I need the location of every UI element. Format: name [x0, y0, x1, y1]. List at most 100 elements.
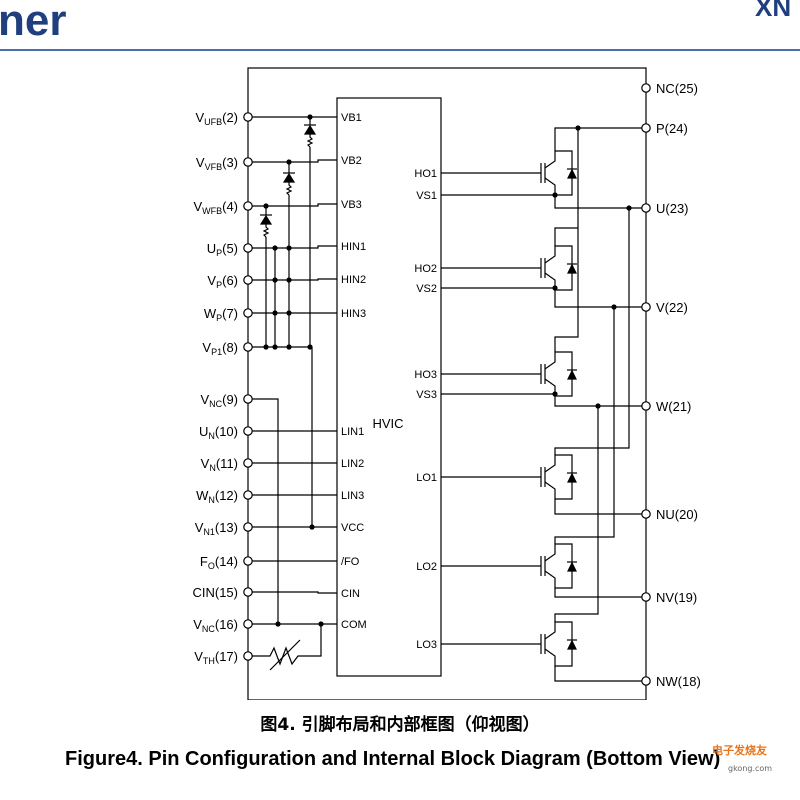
wire — [252, 159, 337, 163]
junction-dot — [309, 524, 315, 530]
hvic-right-pin: VS2 — [416, 283, 437, 295]
right-pin-circle — [641, 592, 651, 602]
left-pin-label: VVFB(3) — [196, 155, 238, 172]
left-pin-label: UP(5) — [207, 241, 238, 258]
header-logo-text: XN — [755, 0, 792, 22]
caption-english: Figure4. Pin Configuration and Internal … — [65, 748, 721, 770]
right-pin-label: P(24) — [656, 121, 688, 136]
hvic-right-pin: HO1 — [414, 168, 437, 180]
hvic-right-pin: LO2 — [416, 561, 437, 573]
hvic-left-pin: VCC — [341, 522, 364, 534]
wire — [262, 224, 270, 238]
igbt-transistor — [540, 245, 577, 291]
wire — [554, 499, 642, 515]
left-pin-label: VWFB(4) — [193, 199, 238, 216]
wire — [252, 398, 279, 624]
pin-circle — [243, 112, 253, 122]
wire — [554, 127, 579, 352]
pin-circle — [243, 458, 253, 468]
junction-dot — [286, 245, 292, 251]
right-pin-label: NV(19) — [656, 590, 697, 605]
junction-dot — [318, 621, 324, 627]
pin-circle — [243, 522, 253, 532]
hvic-left-pin: LIN3 — [341, 490, 364, 502]
pin-circle — [243, 201, 253, 211]
left-pin-label: VNC(9) — [200, 392, 238, 409]
left-pin-label: VP1(8) — [202, 340, 238, 357]
right-pin-label: NC(25) — [656, 81, 698, 96]
pin-circle — [243, 275, 253, 285]
wire — [554, 666, 642, 682]
hvic-right-pin: LO3 — [416, 639, 437, 651]
hvic-right-pin: HO2 — [414, 263, 437, 275]
wire — [554, 406, 599, 622]
pin-circle — [243, 619, 253, 629]
hvic-left-pin: COM — [341, 619, 367, 631]
igbt-transistor — [540, 351, 577, 397]
hvic-block — [336, 97, 442, 677]
junction-dot — [286, 310, 292, 316]
hvic-left-pin: CIN — [341, 588, 360, 600]
wire — [554, 195, 642, 209]
right-pin-circle — [641, 676, 651, 686]
header-brand-text: ner — [0, 0, 67, 45]
right-pin-circle — [641, 401, 651, 411]
junction-dot — [275, 621, 281, 627]
right-pin-label: NW(18) — [656, 674, 701, 689]
pin-circle — [243, 587, 253, 597]
wire — [554, 208, 630, 455]
pin-circle — [243, 556, 253, 566]
hvic-right-pin: HO3 — [414, 369, 437, 381]
wire — [252, 278, 337, 281]
left-pin-label: WN(12) — [196, 488, 238, 505]
wire — [554, 394, 642, 407]
right-pin-circle — [641, 203, 651, 213]
hvic-left-pin: HIN1 — [341, 241, 366, 253]
pin-circle — [243, 243, 253, 253]
wire — [252, 245, 337, 249]
hvic-left-pin: VB1 — [341, 112, 362, 124]
igbt-transistor — [540, 150, 577, 196]
pin-circle — [243, 308, 253, 318]
wire — [269, 639, 301, 671]
hvic-left-pin: LIN2 — [341, 458, 364, 470]
left-pin-label: CIN(15) — [192, 585, 238, 600]
hvic-left-pin: /FO — [341, 556, 360, 568]
right-pin-label: V(22) — [656, 300, 688, 315]
left-pin-label: VN1(13) — [195, 520, 238, 537]
pin-circle — [243, 394, 253, 404]
junction-dot — [307, 114, 313, 120]
header-divider — [0, 49, 800, 51]
left-pin-label: UN(10) — [199, 424, 238, 441]
junction-dot — [263, 203, 269, 209]
diagram-labels: HVICVUFB(2)VVFB(3)VWFB(4)UP(5)VP(6)WP(7)… — [192, 81, 700, 689]
diode-symbol — [282, 172, 296, 183]
wire — [252, 591, 337, 594]
junction-dot — [272, 344, 278, 350]
hvic-left-pin: VB2 — [341, 155, 362, 167]
pin-circle — [243, 426, 253, 436]
hvic-right-pin: VS3 — [416, 389, 437, 401]
hvic-left-pin: HIN3 — [341, 308, 366, 320]
left-pin-label: VN(11) — [201, 456, 238, 473]
wire — [252, 624, 322, 666]
block-diagram: HVICVUFB(2)VVFB(3)VWFB(4)UP(5)VP(6)WP(7)… — [192, 67, 701, 700]
right-pin-circle — [641, 123, 651, 133]
watermark-url: gkong.com — [728, 764, 773, 773]
right-pin-label: NU(20) — [656, 507, 698, 522]
diode-symbol — [259, 214, 273, 225]
wire — [285, 182, 293, 196]
right-pin-circle — [641, 302, 651, 312]
left-pin-label: VUFB(2) — [195, 110, 238, 127]
right-pin-label: W(21) — [656, 399, 691, 414]
wire — [554, 588, 642, 598]
wire — [306, 134, 314, 148]
igbt-switches — [540, 150, 577, 667]
igbt-transistor — [540, 621, 577, 667]
wire — [554, 227, 578, 246]
watermark-site: 电子发烧友 — [712, 744, 767, 757]
hvic-right-pin: LO1 — [416, 472, 437, 484]
hvic-title: HVIC — [372, 416, 403, 431]
hvic-left-pin: HIN2 — [341, 274, 366, 286]
diode-symbol — [303, 124, 317, 135]
